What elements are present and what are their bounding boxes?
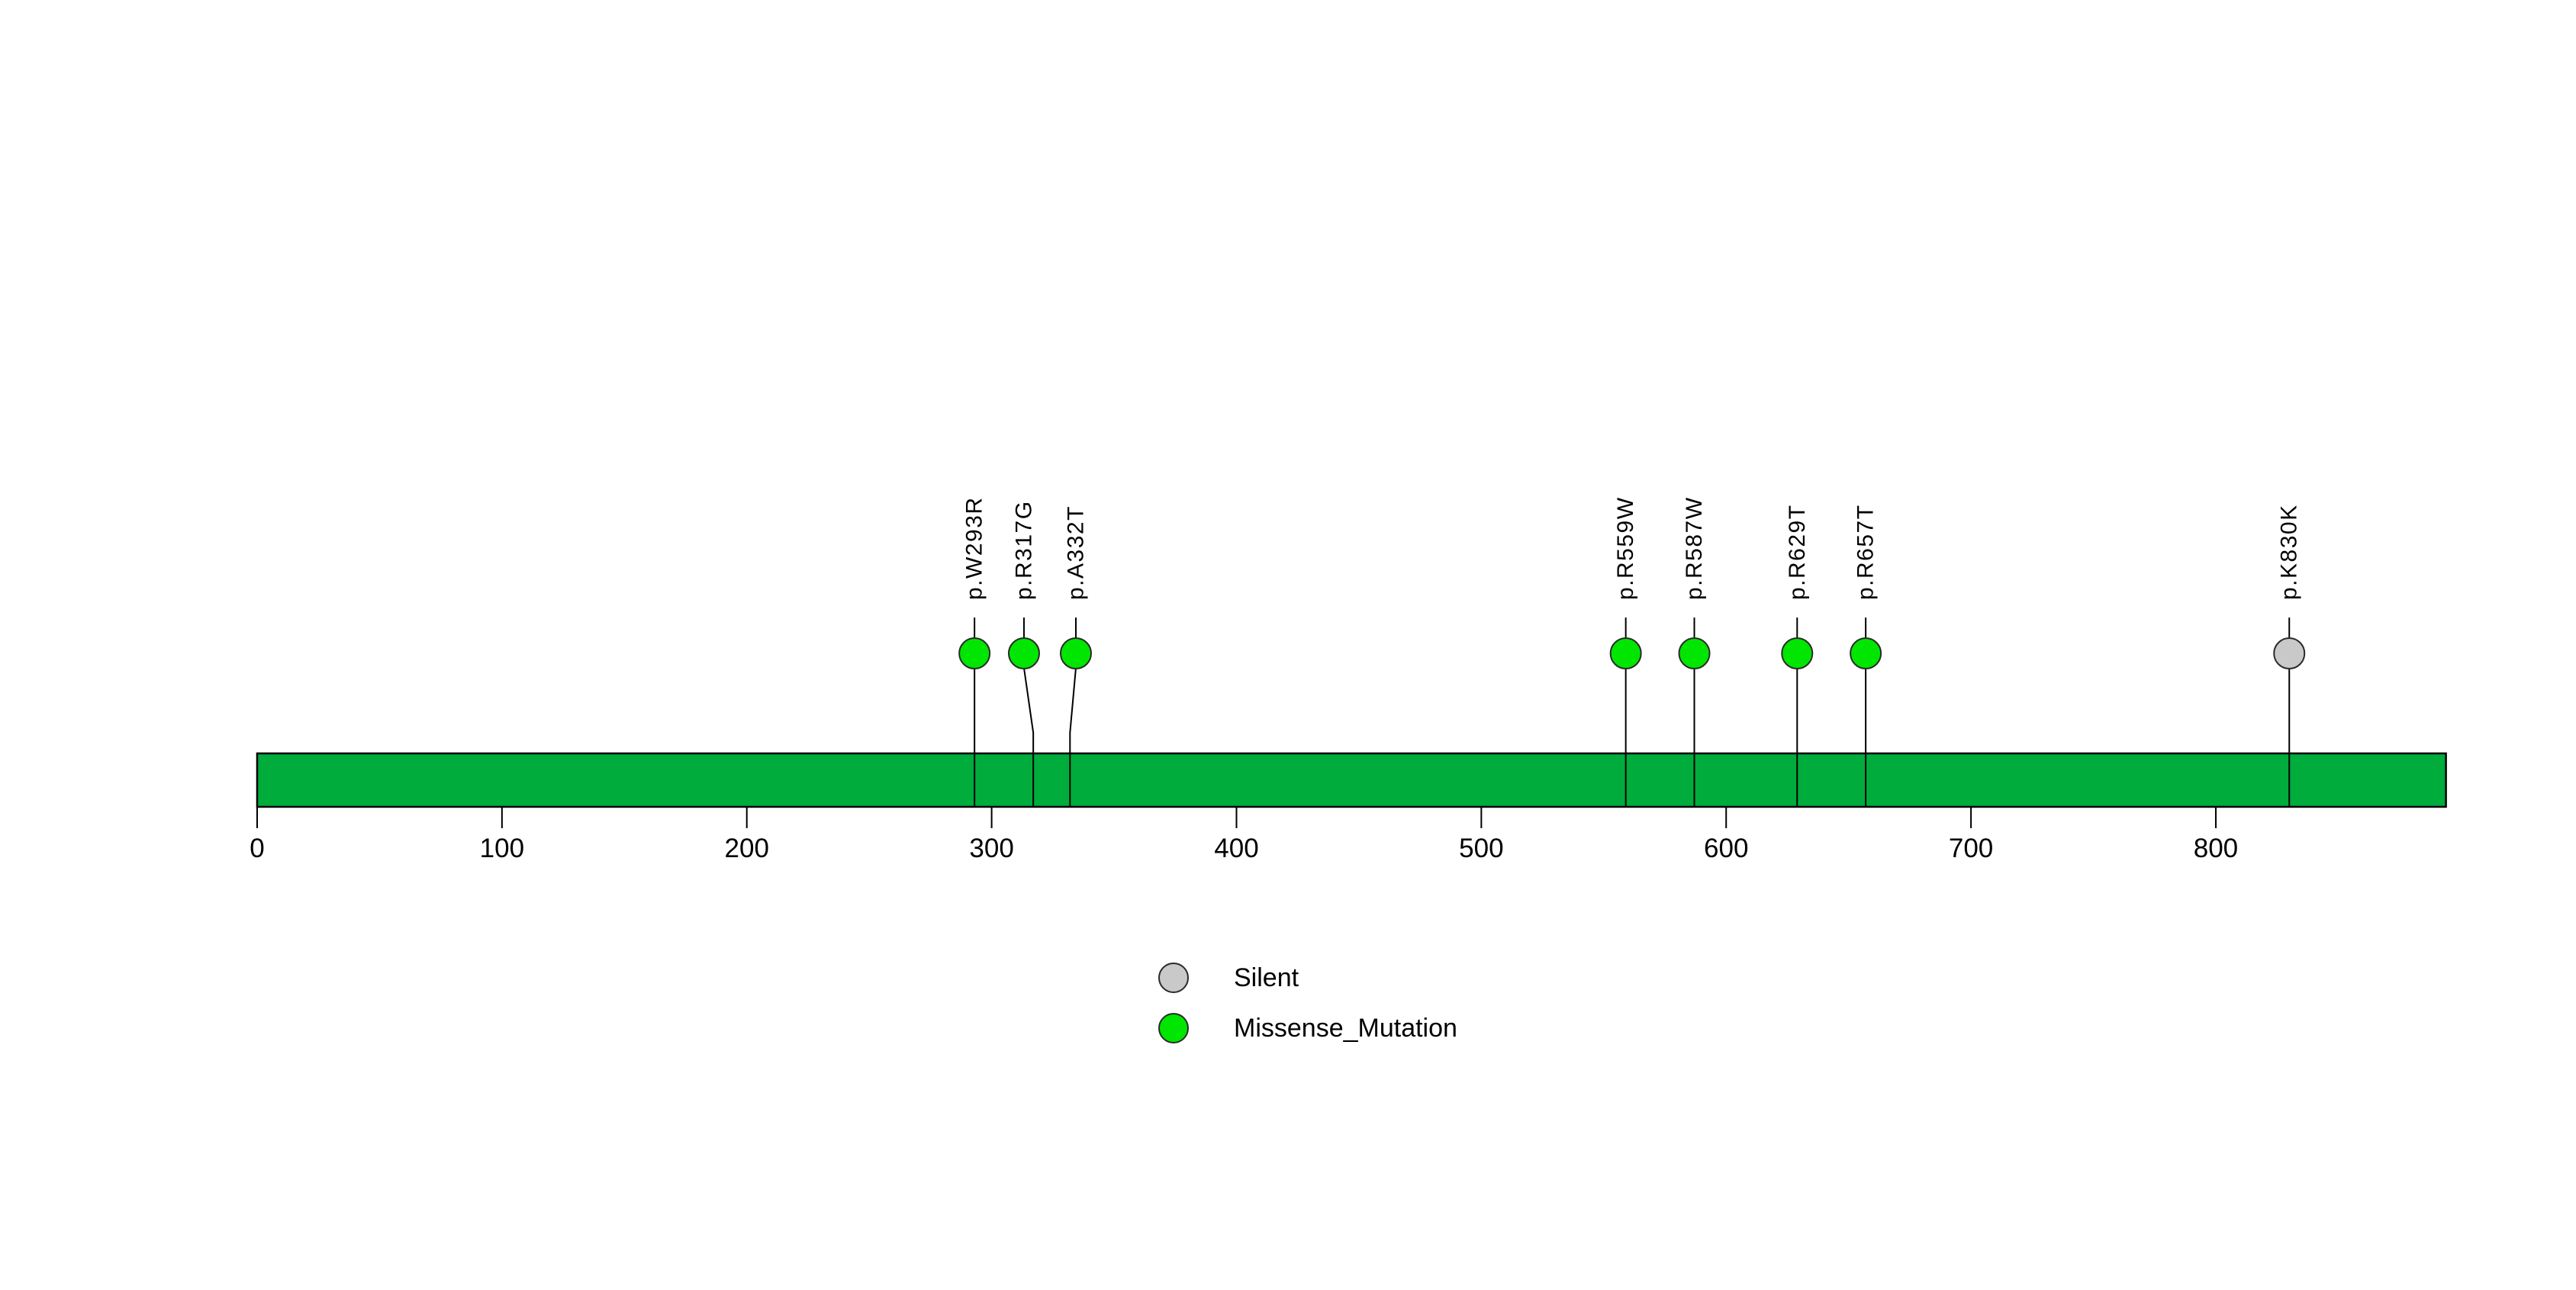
mutation-label: p.K830K (2277, 504, 2302, 600)
lollipop-circle-missense_mutation (958, 637, 991, 669)
lollipop-circle-missense_mutation (1781, 637, 1814, 669)
lollipop-stem-lower (1022, 667, 1035, 807)
axis-tick-label: 300 (969, 834, 1013, 863)
mutation-label: p.R317G (1011, 500, 1036, 600)
legend-swatch-silent (1158, 963, 1189, 993)
legend-label-missense_mutation: Missense_Mutation (1234, 1014, 1457, 1043)
protein-bar (256, 752, 2447, 808)
axis-tick-label: 700 (1949, 834, 1993, 863)
mutation-label: p.R657T (1853, 504, 1879, 600)
mutation-label: p.R559W (1613, 496, 1638, 600)
axis-tick-label: 400 (1214, 834, 1258, 863)
mutation-label: p.R587W (1682, 496, 1707, 600)
axis-tick-label: 0 (250, 834, 264, 863)
mutation-label: p.A332T (1063, 505, 1088, 600)
lollipop-circle-missense_mutation (1678, 637, 1711, 669)
legend-swatch-missense_mutation (1158, 1013, 1189, 1043)
lollipop-circle-missense_mutation (1609, 637, 1642, 669)
lollipop-circle-missense_mutation (1059, 637, 1092, 669)
lollipop-stem-lower (1069, 667, 1077, 807)
axis-tick-label: 100 (480, 834, 524, 863)
lollipop-circle-silent (2273, 637, 2306, 669)
lollipop-circle-missense_mutation (1007, 637, 1040, 669)
axis-tick-label: 200 (725, 834, 769, 863)
axis-tick-label: 600 (1704, 834, 1748, 863)
legend-label-silent: Silent (1234, 963, 1299, 992)
axis-tick-label: 500 (1459, 834, 1503, 863)
mutation-label: p.W293R (962, 496, 987, 600)
mutation-label: p.R629T (1785, 504, 1810, 600)
lollipop-circle-missense_mutation (1850, 637, 1882, 669)
axis-tick-label: 800 (2194, 834, 2238, 863)
